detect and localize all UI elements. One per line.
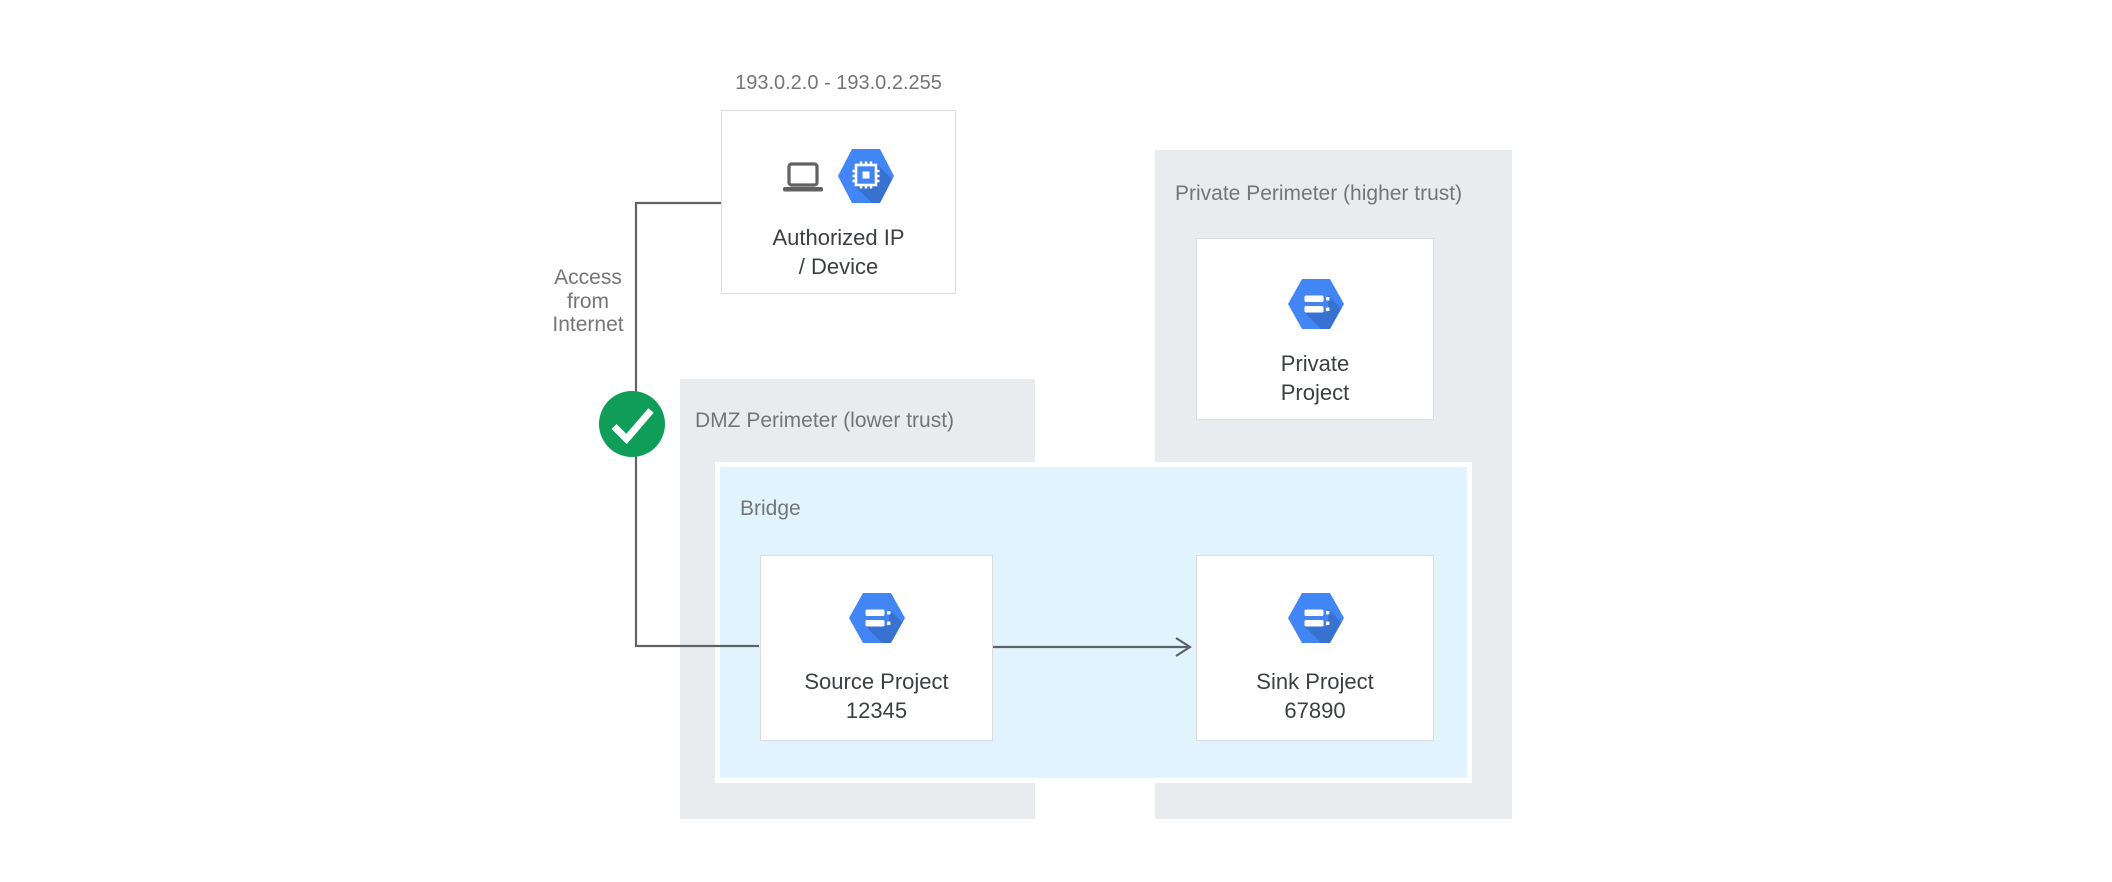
access-from-internet-label: Access from Internet	[538, 266, 638, 337]
authorized-ip-device-node: Authorized IP / Device	[721, 110, 956, 294]
laptop-icon	[783, 162, 823, 192]
private-node-title-line1: Private	[1280, 351, 1350, 376]
private-node-title-line2: Project	[1280, 380, 1350, 405]
private-project-node: Private Project	[1196, 238, 1434, 420]
sink-node-title: Sink Project 67890	[1197, 667, 1433, 725]
source-node-title: Source Project 12345	[761, 667, 992, 725]
source-node-title-line1: Source Project	[804, 669, 949, 694]
private-node-title: Private Project	[1197, 349, 1433, 407]
sink-node-title-line2: 67890	[1284, 698, 1346, 723]
access-label-line3: Internet	[552, 313, 624, 336]
cloud-project-hexagon-icon	[1288, 593, 1344, 643]
sink-node-title-line1: Sink Project	[1256, 669, 1374, 694]
bridge-label: Bridge	[740, 497, 801, 520]
compute-engine-hexagon-icon	[838, 149, 894, 203]
source-node-title-line2: 12345	[845, 698, 908, 723]
authorized-node-title-line2: / Device	[798, 254, 879, 279]
sink-project-node: Sink Project 67890	[1196, 555, 1434, 741]
access-label-line1: Access	[554, 266, 622, 289]
private-perimeter-label: Private Perimeter (higher trust)	[1175, 182, 1463, 205]
check-circle-icon	[599, 391, 665, 457]
cloud-project-hexagon-icon	[849, 593, 905, 643]
cloud-project-hexagon-icon	[1288, 279, 1344, 329]
source-project-node: Source Project 12345	[760, 555, 993, 741]
authorized-node-title-line1: Authorized IP	[772, 225, 905, 250]
authorized-node-title: Authorized IP / Device	[722, 223, 955, 281]
dmz-perimeter-label: DMZ Perimeter (lower trust)	[695, 409, 955, 432]
ip-range-label: 193.0.2.0 - 193.0.2.255	[735, 72, 942, 94]
access-label-line2: from	[567, 289, 609, 313]
